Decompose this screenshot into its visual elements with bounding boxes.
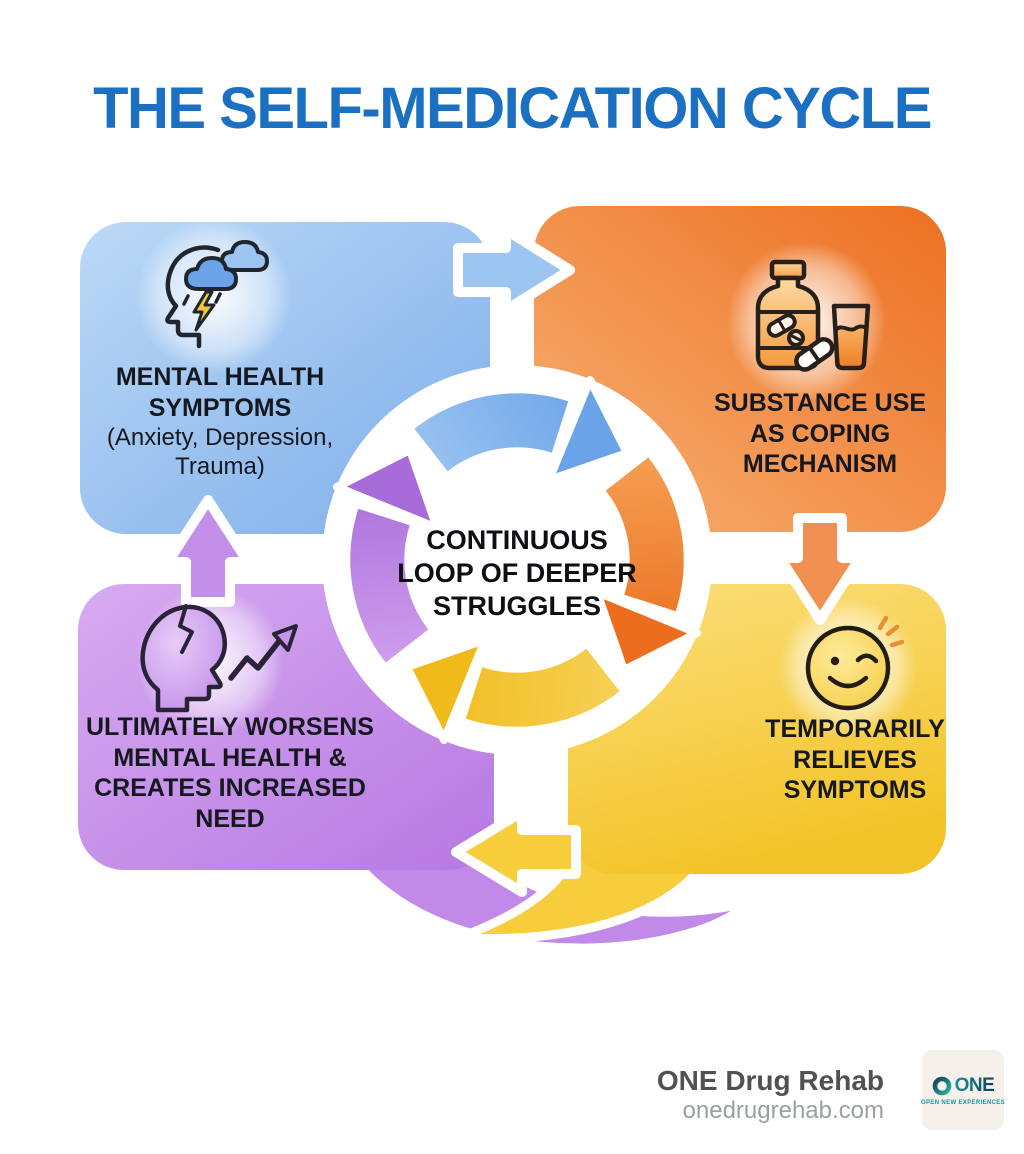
center-label-line: LOOP OF DEEPER bbox=[397, 557, 637, 588]
one-logo-tagline: OPEN NEW EXPERIENCES bbox=[921, 1099, 1006, 1106]
stage-label-temporary-relief: TEMPORARILY RELIEVES SYMPTOMS bbox=[725, 714, 985, 806]
arrow-mental-to-substance bbox=[453, 225, 575, 315]
brand-website: onedrugrehab.com bbox=[682, 1097, 884, 1125]
winking-smiley-icon bbox=[805, 615, 905, 711]
center-label-line: STRUGGLES bbox=[432, 590, 601, 621]
footer-branding: ONE Drug Rehab onedrugrehab.com bbox=[657, 1064, 884, 1125]
stage-label-line: ULTIMATELY WORSENS bbox=[86, 713, 374, 741]
loop-arrowhead-purple bbox=[333, 446, 441, 532]
one-logo-card: ONE OPEN NEW EXPERIENCES bbox=[921, 1050, 1006, 1130]
stage-label-line: Trauma) bbox=[175, 453, 265, 481]
arrow-worsening-to-mental bbox=[163, 495, 253, 607]
stage-label-line: SYMPTOMS bbox=[148, 393, 292, 422]
page-title: THE SELF-MEDICATION CYCLE bbox=[93, 76, 932, 141]
head-storm-clouds-icon bbox=[165, 240, 269, 349]
icon-glow bbox=[136, 218, 292, 374]
center-loop-label: CONTINUOUS LOOP OF DEEPER STRUGGLES bbox=[397, 524, 637, 623]
loop-arc-purple bbox=[350, 508, 429, 663]
pill-bottle-drink-icon bbox=[755, 259, 871, 372]
stage-label-line: MENTAL HEALTH bbox=[115, 363, 325, 391]
stage-label-line: (Anxiety, Depression, bbox=[106, 424, 334, 451]
loop-arc-orange bbox=[605, 457, 684, 612]
loop-arc-blue bbox=[414, 393, 569, 472]
stage-label-mental-health: MENTAL HEALTH SYMPTOMS (Anxiety, Depress… bbox=[90, 362, 350, 482]
one-logo-ring-icon bbox=[932, 1076, 951, 1095]
stage-label-worsening: ULTIMATELY WORSENS MENTAL HEALTH & CREAT… bbox=[85, 712, 375, 834]
arrow-substance-to-relief bbox=[775, 513, 865, 625]
brand-name: ONE Drug Rehab bbox=[656, 1065, 884, 1096]
center-label-line: CONTINUOUS bbox=[426, 525, 608, 555]
stage-label-line: CREATES INCREASED bbox=[94, 774, 366, 802]
stage-label-substance-use: SUBSTANCE USE AS COPING MECHANISM bbox=[690, 388, 950, 480]
stage-label-line: NEED bbox=[195, 804, 265, 833]
one-logo-text: ONE bbox=[954, 1074, 995, 1096]
loop-arrowhead-blue bbox=[545, 376, 631, 484]
stage-label-line: MENTAL HEALTH & bbox=[113, 743, 347, 772]
loop-arrowhead-yellow bbox=[403, 636, 489, 744]
continuous-loop-ring bbox=[322, 365, 712, 755]
loop-arc-yellow bbox=[465, 648, 620, 727]
broken-head-rising-arrow-icon bbox=[140, 604, 298, 713]
stage-label-line: SUBSTANCE USE bbox=[713, 389, 927, 417]
stage-label-line: AS COPING bbox=[749, 419, 891, 448]
stage-label-line: RELIEVES bbox=[793, 745, 917, 774]
stage-label-line: SYMPTOMS bbox=[783, 776, 927, 804]
loop-arrowhead-orange bbox=[593, 588, 701, 674]
arrow-relief-to-worsening bbox=[451, 807, 581, 897]
stage-label-line: MECHANISM bbox=[742, 450, 898, 478]
stage-label-line: TEMPORARILY bbox=[765, 715, 945, 743]
